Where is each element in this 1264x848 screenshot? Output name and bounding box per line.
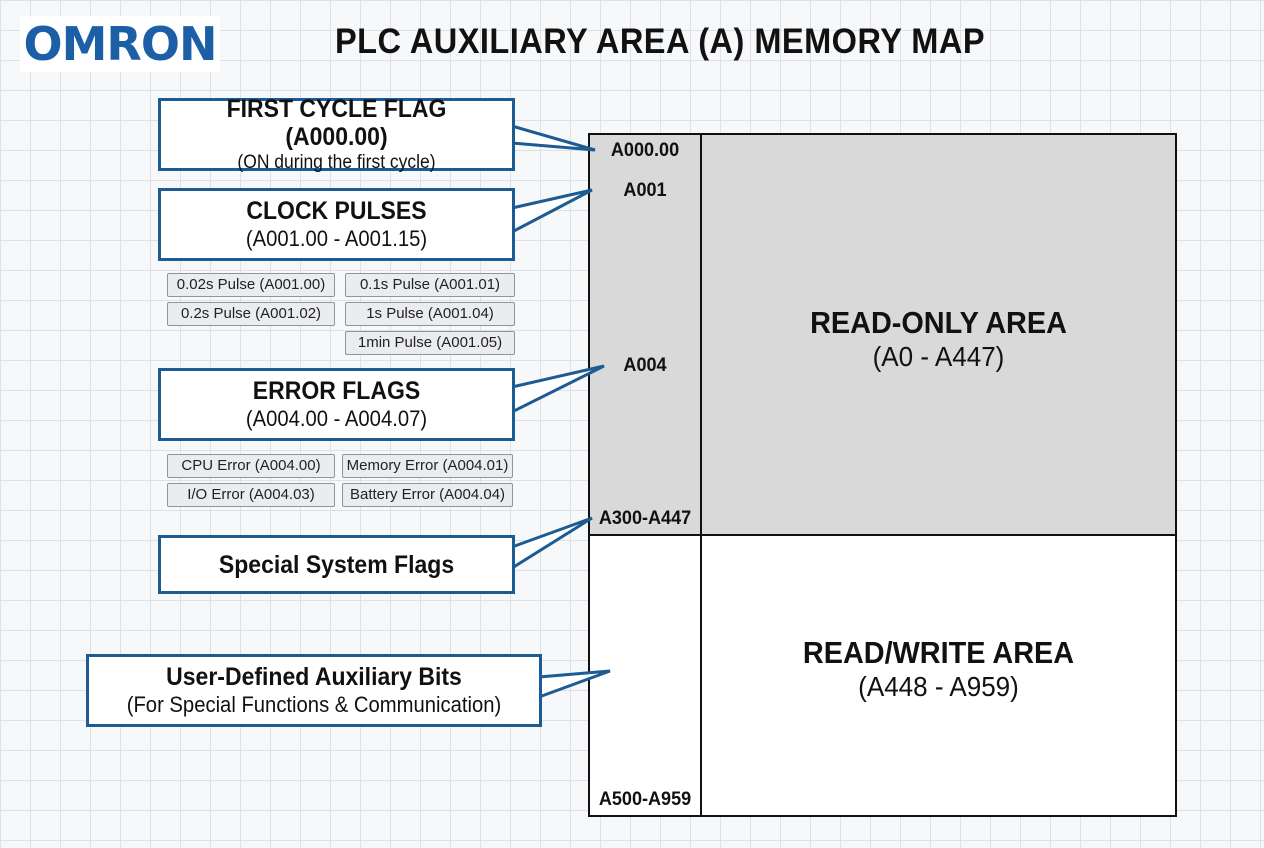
clock-pulse-item: 0.2s Pulse (A001.02)	[167, 302, 335, 326]
callout-clock-pulses: CLOCK PULSES (A001.00 - A001.15)	[158, 188, 515, 261]
clock-pulses-sub: (A001.00 - A001.15)	[245, 226, 428, 251]
read-write-area	[700, 534, 1177, 817]
first-cycle-heading: FIRST CYCLE FLAG (A000.00)	[226, 94, 447, 151]
address-a001: A001	[623, 180, 667, 201]
read-only-range: (A0 - A447)	[872, 341, 1005, 372]
read-only-title: READ-ONLY AREA	[810, 305, 1067, 340]
first-cycle-sub: (ON during the first cycle)	[237, 151, 436, 173]
narrow-column-frame	[588, 133, 702, 536]
error-flags-sub: (A004.00 - A004.07)	[245, 406, 428, 431]
read-write-title: READ/WRITE AREA	[802, 635, 1075, 670]
error-flag-item: CPU Error (A004.00)	[167, 454, 335, 478]
callout-error-flags: ERROR FLAGS (A004.00 - A004.07)	[158, 368, 515, 441]
callout-user-defined: User-Defined Auxiliary Bits (For Special…	[86, 654, 542, 727]
leader-first-cycle	[510, 124, 596, 152]
callout-special-system: Special System Flags	[158, 535, 515, 594]
leader-special-system	[510, 516, 593, 571]
leader-clock-pulses	[510, 188, 593, 235]
user-defined-sub: (For Special Functions & Communication)	[126, 692, 502, 717]
error-flags-heading: ERROR FLAGS	[252, 377, 421, 405]
omron-logo: OMRON	[20, 16, 220, 72]
page-title: PLC AUXILIARY AREA (A) MEMORY MAP	[334, 22, 986, 61]
read-write-range: (A448 - A959)	[858, 671, 1019, 702]
clock-pulse-item: 0.1s Pulse (A001.01)	[345, 273, 515, 297]
clock-pulses-heading: CLOCK PULSES	[246, 197, 427, 225]
callout-first-cycle: FIRST CYCLE FLAG (A000.00) (ON during th…	[158, 94, 515, 173]
clock-pulse-item: 0.02s Pulse (A001.00)	[167, 273, 335, 297]
user-defined-heading: User-Defined Auxiliary Bits	[166, 663, 462, 691]
clock-pulse-item: 1s Pulse (A001.04)	[345, 302, 515, 326]
error-flag-item: Memory Error (A004.01)	[342, 454, 513, 478]
address-a500-a959: A500-A959	[598, 789, 692, 810]
special-system-heading: Special System Flags	[218, 550, 455, 579]
address-a300-a447: A300-A447	[598, 508, 692, 529]
address-a000: A000.00	[610, 140, 680, 161]
error-flag-item: I/O Error (A004.03)	[167, 483, 335, 507]
address-a004: A004	[623, 355, 667, 376]
leader-user-defined	[537, 669, 611, 700]
read-only-label: READ-ONLY AREA (A0 - A447)	[700, 305, 1177, 373]
clock-pulse-item: 1min Pulse (A001.05)	[345, 331, 515, 355]
error-flag-item: Battery Error (A004.04)	[342, 483, 513, 507]
leader-error-flags	[510, 364, 605, 415]
read-only-area	[700, 133, 1177, 536]
read-write-label: READ/WRITE AREA (A448 - A959)	[700, 635, 1177, 703]
